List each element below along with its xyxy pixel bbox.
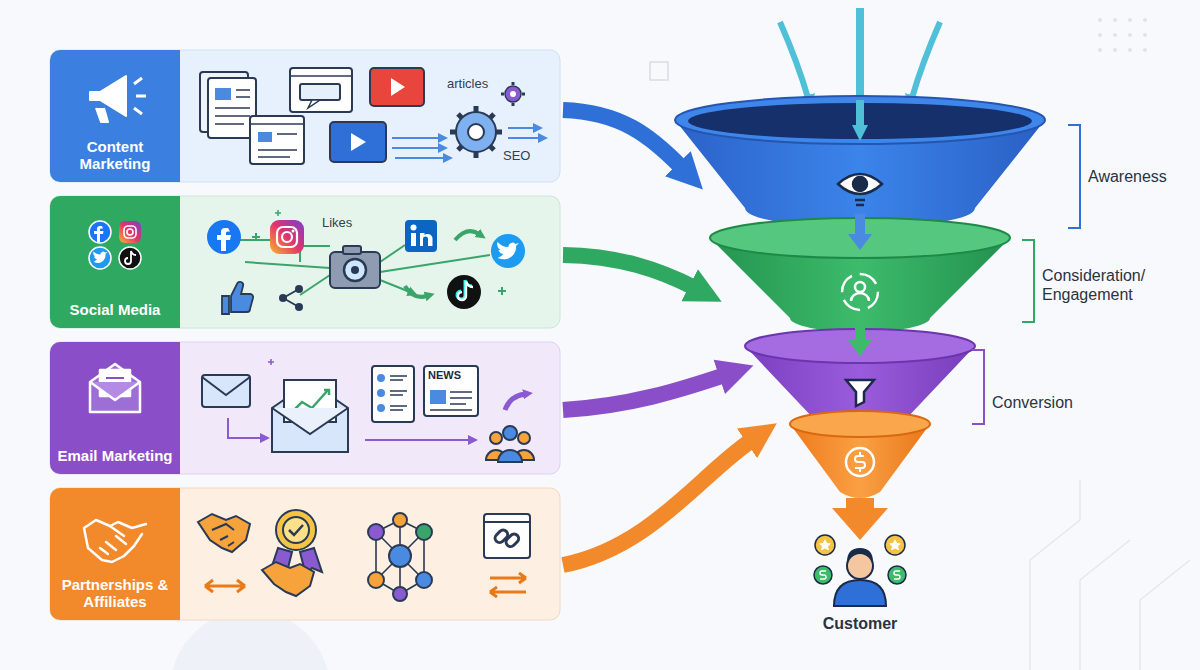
channel-name: Content Marketing xyxy=(56,139,174,172)
newspaper-text: NEWS xyxy=(428,369,461,382)
channel-icon xyxy=(50,196,180,288)
stage-label: Consideration/ Engagement xyxy=(1042,266,1192,304)
channel-icon xyxy=(50,488,180,580)
channel-block: Email Marketing xyxy=(50,342,180,474)
channel-icon xyxy=(50,50,180,142)
channel-name: Partnerships & Affiliates xyxy=(56,577,174,610)
tag-text: articles xyxy=(447,76,488,92)
stage-label: Conversion xyxy=(992,393,1073,412)
tag-text: SEO xyxy=(503,148,530,164)
channel-block: Content Marketing xyxy=(50,50,180,182)
channel-block: Social Media xyxy=(50,196,180,328)
channel-icon xyxy=(50,342,180,434)
channel-name: Social Media xyxy=(56,302,174,319)
tag-text: Likes xyxy=(322,215,352,231)
customer-label: Customer xyxy=(823,614,898,633)
stage-label: Awareness xyxy=(1088,167,1167,186)
channel-name: Email Marketing xyxy=(56,448,174,465)
channel-block: Partnerships & Affiliates xyxy=(50,488,180,620)
